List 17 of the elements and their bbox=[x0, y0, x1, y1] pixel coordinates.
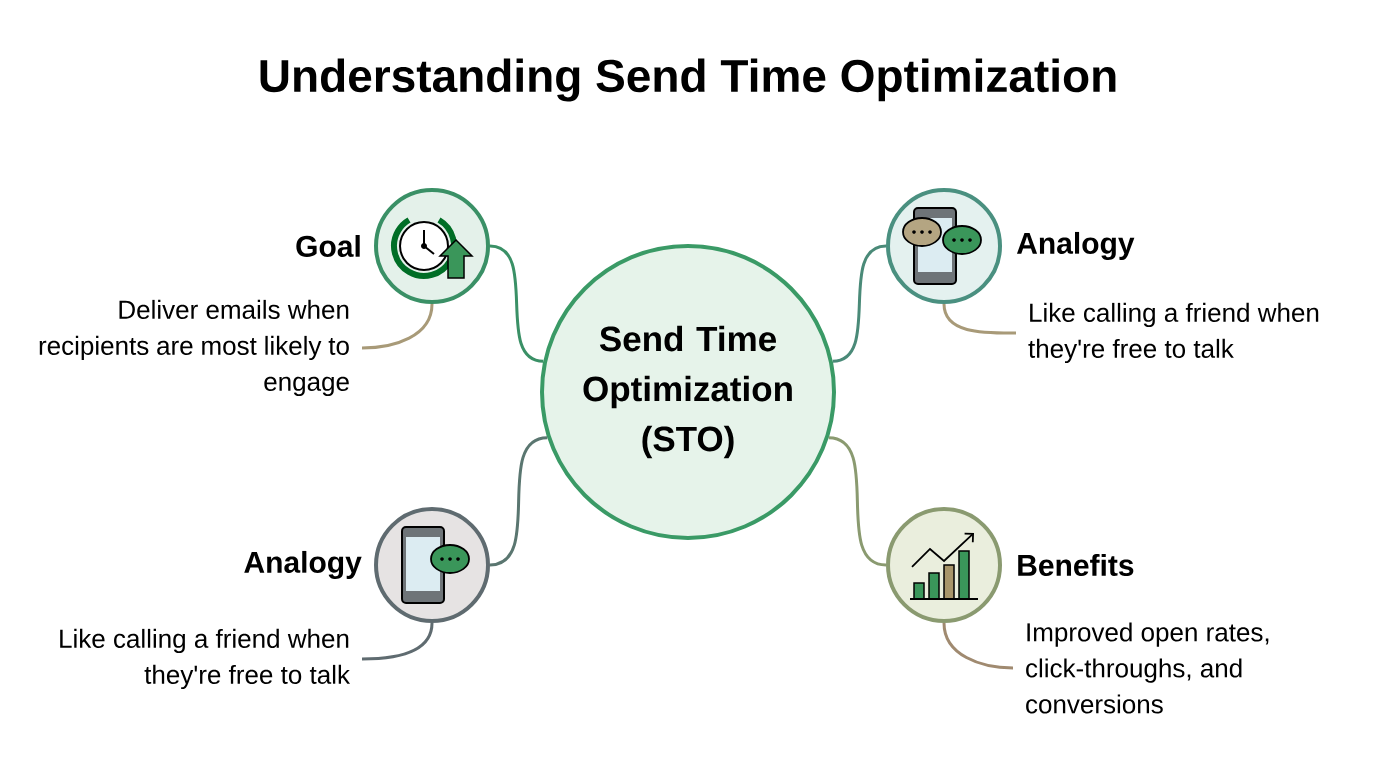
leader-line bbox=[362, 622, 434, 661]
leader-line bbox=[942, 622, 1014, 670]
connector bbox=[832, 244, 887, 363]
heading: Analogy bbox=[1016, 231, 1135, 261]
leader-line bbox=[361, 303, 434, 350]
connector bbox=[489, 244, 544, 363]
description: Like calling a friend when they're free to talk bbox=[60, 628, 350, 690]
leader-line bbox=[942, 303, 1016, 335]
description: Like calling a friend when they're free to talk bbox=[1028, 302, 1319, 364]
connector bbox=[489, 436, 548, 567]
description: Improved open rates, click-throughs, and conversions bbox=[1026, 622, 1269, 714]
heading: Benefits bbox=[1018, 553, 1134, 576]
heading: Analogy bbox=[244, 550, 362, 580]
description: Deliver emails when recipients are most likely to engage bbox=[39, 299, 349, 397]
connector bbox=[828, 436, 887, 567]
heading: Goal bbox=[296, 234, 360, 257]
title: Understanding Send Time Optimization bbox=[260, 58, 1116, 102]
